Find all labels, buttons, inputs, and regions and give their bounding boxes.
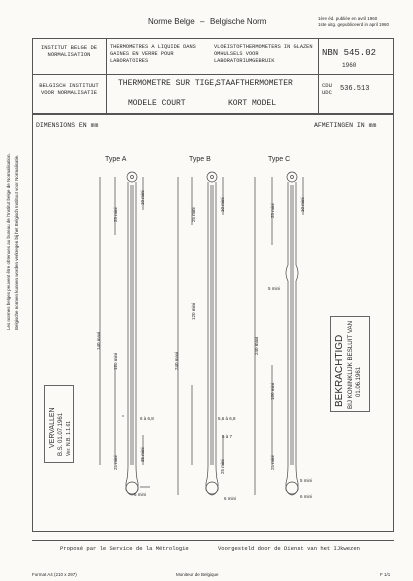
dim-b-10: 10 mini [220, 197, 225, 212]
divider-v2 [318, 38, 319, 114]
institute-fr: INSTITUT BELGE DE NORMALISATION [40, 44, 98, 58]
stamp-ratified-line1: BEKRACHTIGD [334, 334, 345, 407]
cdu-value: 536.513 [340, 85, 370, 93]
dim-c-5: 5 mini [268, 286, 281, 291]
norm-separator: – [200, 17, 205, 26]
thermometer-type-c [254, 171, 304, 496]
dim-a-140: 140 maxi [96, 331, 101, 350]
dim-a-25: 25 mini [113, 207, 118, 222]
dim-a-120: 120 mini [113, 352, 118, 370]
title-fr-2: MODELE COURT [128, 99, 186, 108]
divider-v1 [106, 38, 107, 114]
drawing-frame [32, 114, 394, 532]
divider-h3 [318, 74, 394, 75]
dim-c-5b: 5 mini [300, 478, 313, 483]
scope-fr: THERMOMETRES A LIQUIDE DANS GAINES EN VE… [110, 44, 196, 64]
header-frame [32, 38, 394, 114]
cdu-label: CDU UDC [322, 82, 332, 96]
title-fr-1: THERMOMETRE SUR TIGE, [118, 79, 219, 88]
nbn-year: 1960 [342, 62, 357, 69]
dim-a-6: 6 mini [134, 492, 147, 497]
footer-page: F 1/1 [380, 572, 391, 577]
stamp-ratified: BEKRACHTIGD BIJ KONINKLIJK BESLUIT VAN 0… [330, 316, 370, 412]
dim-b-dia: 5,6 à 6,8 [218, 416, 236, 421]
norm-nl: Belgische Norm [210, 17, 267, 26]
dim-b-25b: 25 mini [220, 459, 225, 474]
dim-b-25: 25 mini [191, 207, 196, 222]
type-c-label: Type C [268, 156, 291, 163]
dim-c-10: 10 mini [300, 197, 305, 212]
footer-center: Moniteur de Belgique [176, 572, 219, 577]
stamp-withdrawn: VERVALLEN B.S. 01.07.1961 Ver. N.B. 1.1.… [44, 385, 74, 463]
dim-a-10: 10 mini [140, 190, 145, 205]
footer-nl: Voorgesteld door de Dienst van het IJkwe… [218, 545, 360, 552]
institute-nl: BELGISCH INSTITUUT VOOR NORMALISATIE [39, 82, 99, 96]
dim-c-25b: 25 mini [270, 455, 275, 470]
dim-b-240: 240 maxi [174, 351, 179, 370]
thermometer-drawings [99, 171, 304, 496]
date-fr: 1ère éd. publiée en avril 1960 [318, 16, 378, 21]
dim-c-25: 25 mini [270, 203, 275, 218]
dim-b-5to7: 5 à 7 [222, 434, 233, 439]
scope-nl: VLOEISTOFTHERMOMETERS IN GLAZEN OMHULSEL… [214, 44, 313, 64]
norm-fr: Norme Belge [148, 17, 195, 26]
thermometer-type-a [99, 171, 150, 496]
side-text-left-2: Belgische normen kunnen worden verkregen… [14, 154, 19, 330]
type-b-label: Type B [189, 156, 211, 163]
dim-a-35: 35 mini [140, 447, 145, 462]
dim-a-dia: 6 à 6,8 [140, 416, 154, 421]
footer-fr: Proposé par le Service de la Métrologie [60, 545, 189, 552]
thermometer-type-b [177, 171, 224, 496]
stamp-withdrawn-line1: VERVALLEN [49, 407, 56, 448]
divider-h1 [106, 74, 394, 75]
dimensions-fr: DIMENSIONS EN mm [36, 122, 99, 129]
type-a-label: Type A [105, 156, 127, 163]
dim-b-6: 6 mini [224, 496, 237, 501]
title-nl-1: STAAFTHERMOMETER [216, 79, 293, 88]
dim-c-6: 6 mini [300, 494, 313, 499]
date-nl: 1ste uitg. gepubliceerd in april 1960 [318, 22, 390, 27]
dim-b-120: 120 mini [191, 302, 196, 320]
dim-a-25b: 25 mini [113, 455, 118, 470]
stamp-withdrawn-line2: B.S. 01.07.1961 [58, 412, 64, 456]
nbn-ref: NBN 545.02 [322, 48, 377, 58]
dim-c-240: 240 maxi [254, 336, 259, 355]
dim-c-180: 180 mini [270, 382, 275, 400]
stamp-withdrawn-line3: Ver. N.B. 1.1.61 [66, 420, 72, 456]
dimensions-nl: AFMETINGEN IN mm [314, 122, 377, 129]
footer-divider [32, 540, 394, 541]
footer-left: Format A4 (210 x 297) [32, 572, 77, 577]
title-nl-2: KORT MODEL [228, 99, 277, 108]
side-text-left-1: Les normes belges peuvent être obtenues … [6, 153, 11, 330]
stamp-ratified-line2: BIJ KONINKLIJK BESLUIT VAN [347, 320, 354, 409]
divider-h2 [32, 74, 106, 75]
stamp-ratified-line3: 01.06.1961 [356, 366, 362, 397]
